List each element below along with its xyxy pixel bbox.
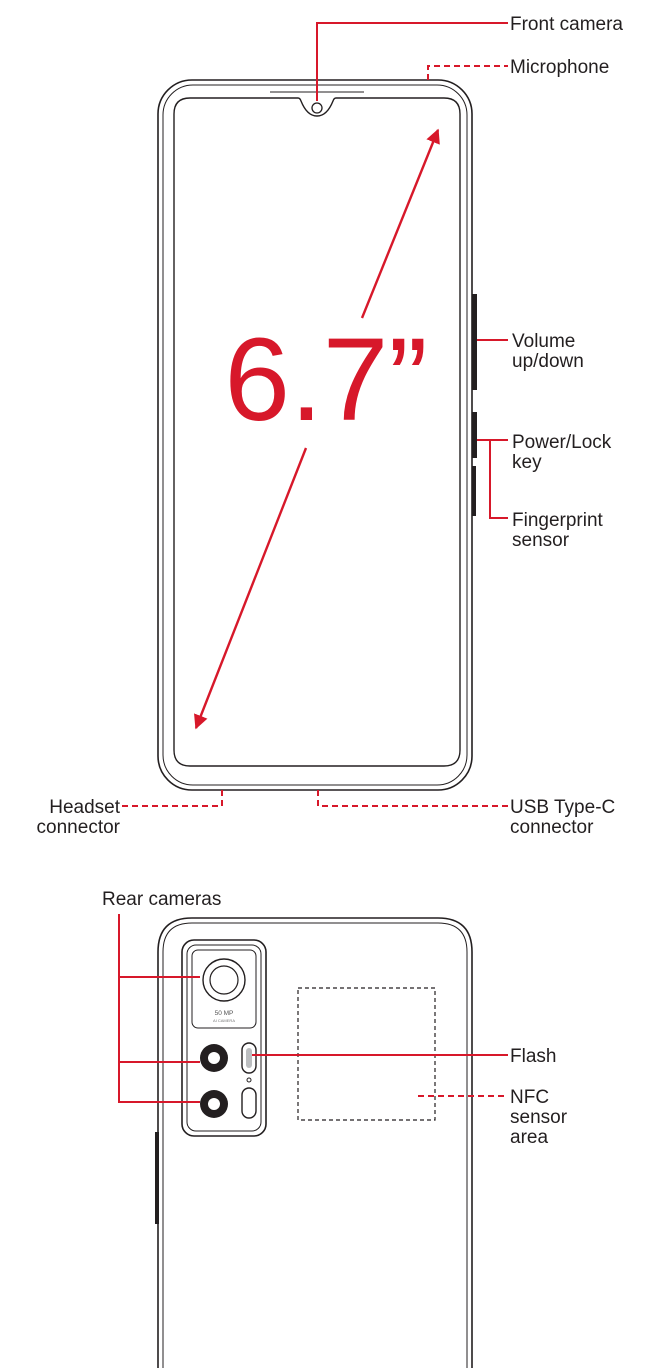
sensor-dot	[246, 1077, 252, 1083]
front-camera-label: Front camera	[510, 14, 623, 35]
microphone-label: Microphone	[510, 57, 609, 78]
phone-front	[157, 79, 477, 791]
usb-leader	[317, 790, 508, 807]
flash-icon	[241, 1042, 257, 1074]
phone-back-inner-edge	[162, 922, 468, 1368]
screen-size-indicator: 6.7”	[194, 128, 440, 730]
laser-sensor	[241, 1087, 257, 1119]
rear-cameras-label: Rear cameras	[102, 889, 221, 910]
flash-lamp	[246, 1048, 252, 1068]
phone-back-body	[157, 917, 473, 1368]
camera-badge-mp: 50 MP	[215, 1010, 234, 1017]
front-leaders	[122, 22, 508, 807]
headset-label-line1: Headset	[49, 797, 120, 818]
headset-leader	[122, 790, 223, 807]
front-camera-leader	[316, 22, 508, 101]
camera-lens-icon	[202, 958, 246, 1002]
phone-front-screen	[173, 97, 461, 767]
camera-module-inner	[186, 944, 262, 1132]
volume-label-line2: up/down	[512, 351, 584, 372]
usb-label-line1: USB Type-C	[510, 797, 615, 818]
front-labels: Front camera Microphone Volume up/down P…	[37, 14, 624, 838]
fingerprint-label-line2: sensor	[512, 530, 570, 551]
power-label-line1: Power/Lock	[512, 432, 612, 453]
phone-front-bezel	[162, 84, 468, 786]
flash-label: Flash	[510, 1046, 556, 1067]
camera-badge-ai: AI CAMERA	[213, 1018, 235, 1023]
diagonal-arrow-upper	[360, 128, 440, 319]
back-leaders	[118, 914, 508, 1103]
power-button	[472, 412, 477, 458]
camera-lens-center	[208, 1098, 220, 1110]
volume-label-line1: Volume	[512, 331, 575, 352]
side-button-back	[155, 1132, 159, 1224]
camera-lens-center	[208, 1052, 220, 1064]
camera-lens-inner	[209, 965, 239, 995]
main-camera-panel	[191, 949, 257, 1029]
nfc-label-line3: area	[510, 1127, 548, 1148]
fingerprint-label-line1: Fingerprint	[512, 510, 604, 531]
headset-label-line2: connector	[37, 817, 121, 838]
nfc-label-line2: sensor	[510, 1107, 568, 1128]
fingerprint-button	[472, 466, 476, 516]
camera-module	[181, 939, 267, 1137]
microphone-leader	[427, 65, 508, 80]
diagonal-arrow-lower	[194, 447, 308, 730]
usb-label-line2: connector	[510, 817, 594, 838]
screen-size-text: 6.7”	[224, 314, 427, 446]
phone-back: 50 MP AI CAMERA	[155, 917, 473, 1368]
power-label-line2: key	[512, 452, 542, 473]
camera-punch-hole-icon	[311, 102, 323, 114]
fingerprint-leader	[489, 440, 508, 519]
back-labels: Rear cameras Flash NFC sensor area	[102, 889, 568, 1148]
volume-button	[472, 294, 477, 390]
nfc-label-line1: NFC	[510, 1087, 549, 1108]
